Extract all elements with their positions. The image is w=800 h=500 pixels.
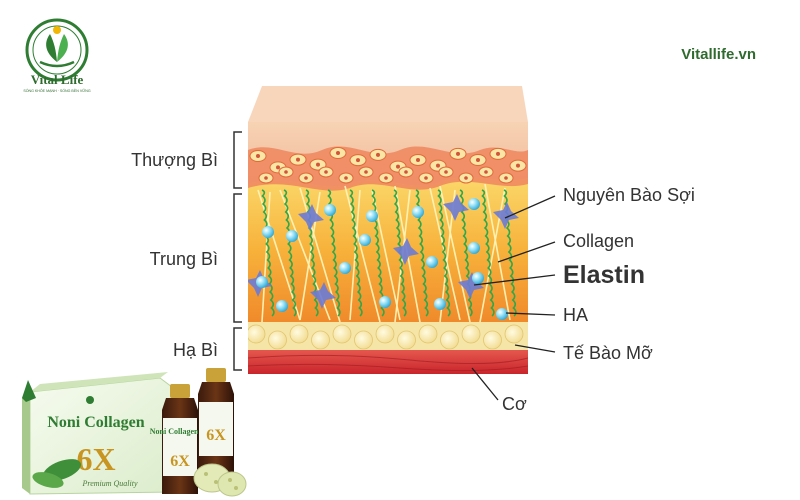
layer-brackets: [233, 131, 242, 371]
ha-molecule: [468, 242, 480, 254]
fat-cell: [461, 324, 481, 344]
noni-fruit-icon: [193, 463, 247, 497]
product-image[interactable]: Noni Collagen 6X Premium Quality Noni Co…: [22, 368, 247, 497]
hypodermis-bracket: [233, 327, 242, 371]
collagen-fiber: [479, 187, 506, 323]
box-logo-icon: [86, 396, 94, 404]
fibroblast-cell: [393, 238, 419, 265]
star-icon: [22, 380, 36, 402]
fibroblast-cell: [298, 204, 324, 231]
dermis-bracket: [233, 193, 242, 323]
collagen-fiber: [261, 191, 271, 323]
fibroblast-cell: [443, 194, 469, 221]
fat-cell: [289, 324, 309, 344]
ha-leader: [505, 312, 556, 316]
collagen-fiber: [371, 189, 401, 321]
brand-tagline: SỐNG KHỎE MẠNH · SỐNG BỀN VỮNG: [23, 88, 91, 93]
ha-molecule: [256, 276, 268, 288]
brand-name: Vital Life: [31, 72, 84, 87]
product-bottle: 6X: [198, 368, 234, 476]
fat-cell: [418, 324, 438, 344]
elastin-fiber: [437, 189, 451, 317]
fibroblast-label: Nguyên Bào Sợi: [563, 185, 695, 205]
elastin-fiber: [261, 189, 275, 317]
ha-molecule: [468, 198, 480, 210]
ha-molecule: [276, 300, 288, 312]
collagen-leader: [497, 241, 556, 263]
box-title: Noni Collagen: [47, 414, 144, 431]
website-label[interactable]: Vitallife.vn: [681, 46, 756, 63]
fat-cell: [440, 330, 459, 350]
elastin-label: Elastin: [563, 261, 645, 289]
epidermis-bracket: [233, 131, 242, 189]
bottle-badge: 6X: [206, 427, 226, 444]
fibroblast-cell: [493, 202, 519, 229]
ha-molecule: [472, 272, 484, 284]
fat-cell: [354, 330, 373, 350]
fat-cell: [375, 324, 395, 344]
fat-cell: [268, 330, 287, 350]
ha-molecule: [412, 206, 424, 218]
ha-molecule: [366, 210, 378, 222]
collagen-fiber: [299, 187, 341, 323]
elastin-fiber: [349, 189, 363, 317]
box-badge: 6X: [76, 441, 115, 477]
ha-molecule: [339, 262, 351, 274]
ha-molecule: [286, 230, 298, 242]
fat-cells: [248, 324, 524, 350]
elastin-fiber: [283, 189, 297, 317]
box-subtitle: Premium Quality: [81, 479, 137, 488]
ha-molecule: [324, 204, 336, 216]
fibroblast-leader: [504, 195, 556, 219]
collagen-fiber: [439, 185, 471, 323]
epidermis-cells: [249, 146, 527, 184]
skin-top-face: [248, 86, 528, 122]
ha-molecule: [379, 296, 391, 308]
fat-cell: [483, 330, 502, 350]
leaf-icon: [32, 472, 64, 488]
ha-label: HA: [563, 305, 588, 325]
fat-cell: [504, 324, 524, 344]
fat-cell-label: Tế Bào Mỡ: [563, 343, 653, 363]
vital-life-logo[interactable]: Vital Life SỐNG KHỎE MẠNH · SỐNG BỀN VỮN…: [23, 18, 91, 93]
muscle-label: Cơ: [502, 394, 527, 414]
leader-lines: [471, 195, 556, 401]
dermis-label: Trung Bì: [150, 249, 218, 269]
ha-molecule: [262, 226, 274, 238]
collagen-fiber: [349, 189, 361, 321]
fat-cell: [332, 324, 352, 344]
hypodermis-label: Hạ Bì: [173, 340, 218, 360]
collagen-fiber: [299, 191, 321, 321]
product-bottle: Noni Collagen 6X 6X: [150, 384, 211, 494]
fiber-network: [248, 183, 519, 323]
elastin-fiber: [371, 189, 385, 317]
fat-cell-leader: [514, 344, 556, 353]
muscle-leader: [471, 367, 499, 401]
elastin-leader: [473, 274, 556, 286]
ha-molecule: [426, 256, 438, 268]
ha-molecule: [434, 298, 446, 310]
fibroblast-cell: [458, 272, 484, 299]
ha-molecule: [359, 234, 371, 246]
fat-cell: [311, 330, 330, 350]
ha-molecule: [496, 308, 508, 320]
collagen-fiber: [344, 185, 381, 323]
collagen-fiber: [484, 183, 511, 321]
fat-cell: [397, 330, 416, 350]
collagen-label: Collagen: [563, 231, 634, 251]
bottle-label: Noni Collagen 6X: [150, 427, 211, 436]
elastin-fiber: [481, 189, 495, 317]
skin-cross-section: [248, 86, 528, 374]
epidermis-label: Thượng Bì: [131, 150, 218, 170]
fibroblast-cell: [310, 282, 336, 309]
fat-cell: [248, 324, 266, 344]
bottle-badge: 6X: [170, 453, 190, 470]
